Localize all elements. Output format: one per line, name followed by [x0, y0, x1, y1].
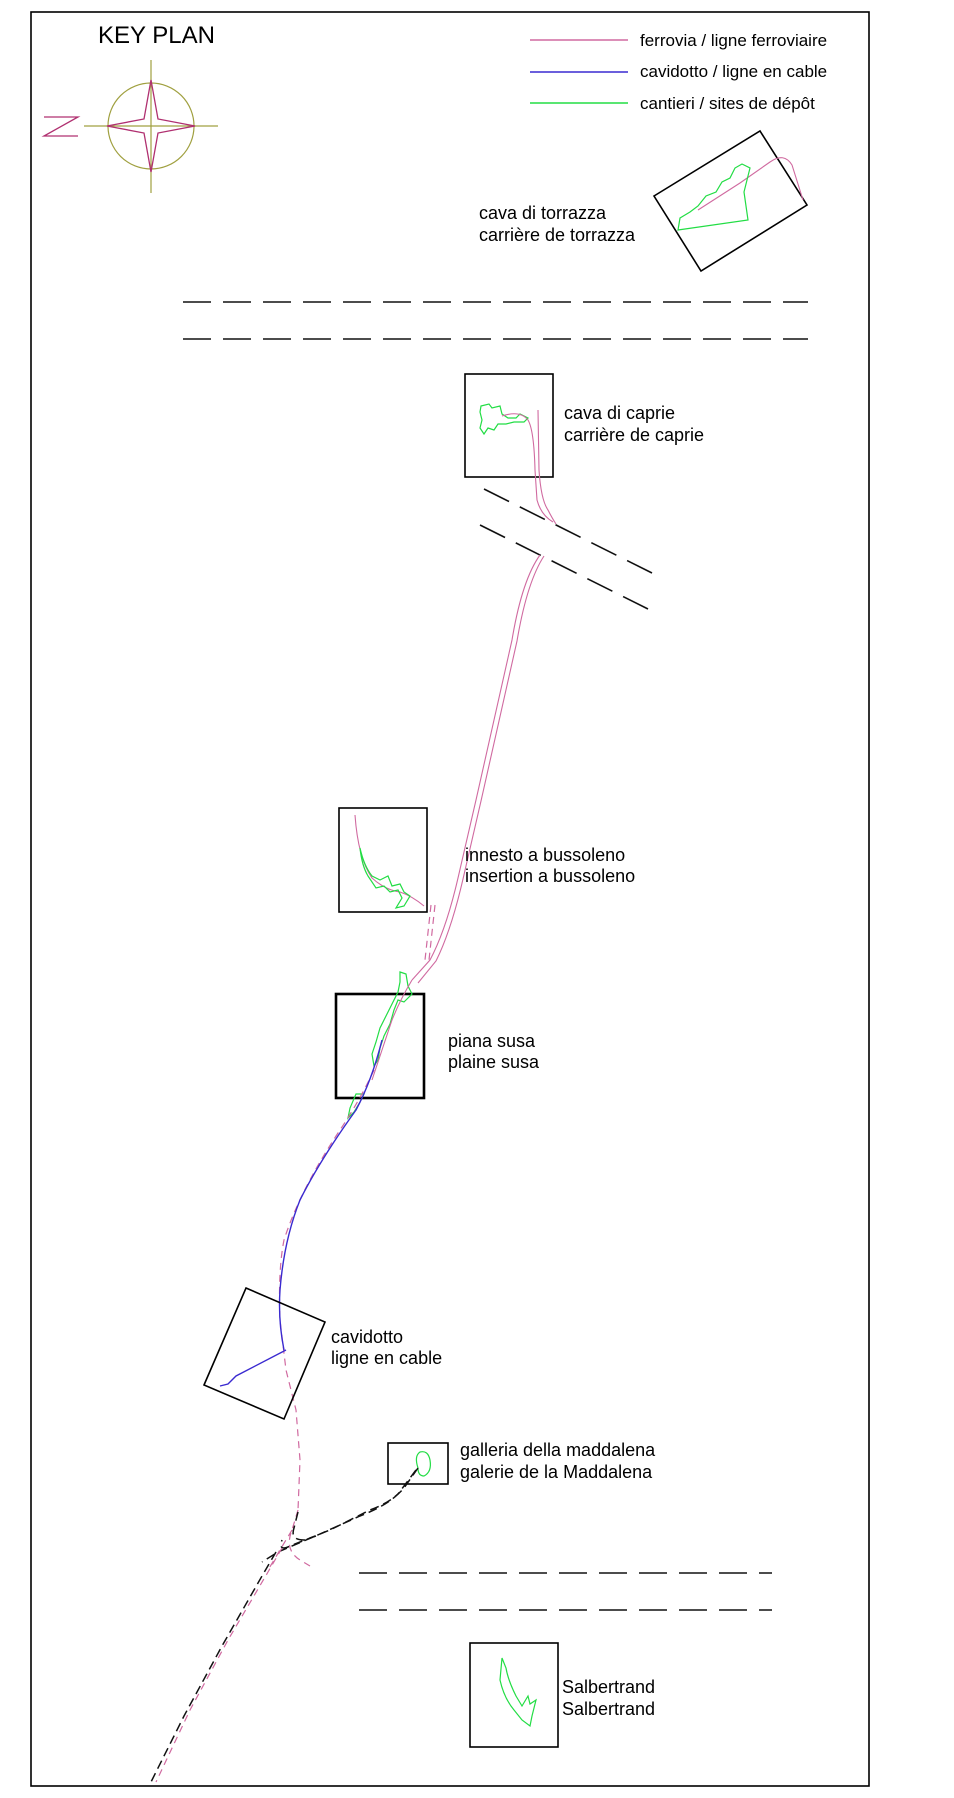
site-piana-susa: piana susa plaine susa [334, 971, 540, 1120]
site-cavidotto: cavidotto ligne en cable [202, 1286, 442, 1421]
legend-item-cable: cavidotto / ligne en cable [530, 62, 827, 81]
north-arrow-icon: N [41, 60, 218, 193]
main-railway-track-b [417, 555, 545, 984]
site-salbertrand: Salbertrand Salbertrand [469, 1642, 655, 1748]
site-maddalena-frame [387, 1442, 449, 1485]
legend-item-sites: cantieri / sites de dépôt [530, 94, 815, 113]
site-bussoleno-deposit [359, 847, 411, 909]
site-caprie-railway-b [537, 409, 557, 525]
site-piana-susa-frame [334, 992, 426, 1100]
site-salbertrand-label-it: Salbertrand [562, 1677, 655, 1697]
site-cavidotto-frame [202, 1286, 327, 1421]
site-bussoleno-railway [354, 814, 425, 907]
main-railway-track-a [411, 554, 541, 981]
lower-black-junction [292, 1511, 317, 1541]
north-letter: N [41, 116, 81, 137]
lower-railway-track-b [149, 1551, 277, 1785]
site-maddalena-label-it: galleria della maddalena [460, 1440, 656, 1460]
site-torrazza-deposit [677, 163, 751, 231]
site-bussoleno-label-fr: insertion a bussoleno [465, 866, 635, 886]
site-torrazza-label-it: cava di torrazza [479, 203, 607, 223]
site-maddalena-deposit [415, 1451, 431, 1477]
site-torrazza: cava di torrazza carrière de torrazza [479, 129, 809, 273]
cable-route-line [278, 1039, 383, 1351]
site-salbertrand-label-fr: Salbertrand [562, 1699, 655, 1719]
site-torrazza-railway [697, 157, 804, 211]
main-railway [411, 554, 545, 984]
break-band-diagonal [479, 488, 653, 610]
site-bussoleno-label-it: innesto a bussoleno [465, 845, 625, 865]
break-band-bottom [359, 1572, 772, 1611]
main-railway-dashed-spur [424, 904, 436, 961]
cable-route-railway-dashed [278, 1069, 375, 1511]
lower-railway [149, 1509, 317, 1785]
plan-title: KEY PLAN [98, 22, 215, 49]
site-piana-susa-label-it: piana susa [448, 1031, 536, 1051]
site-maddalena: galleria della maddalena galerie de la M… [261, 1440, 656, 1563]
site-maddalena-label-fr: galerie de la Maddalena [460, 1462, 653, 1482]
site-piana-susa-deposit-a [371, 971, 413, 1068]
sheet-border [30, 11, 870, 1787]
site-caprie: cava di caprie carrière de caprie [464, 373, 704, 525]
site-cavidotto-label-fr: ligne en cable [331, 1348, 442, 1368]
site-piana-susa-railway [371, 979, 413, 1081]
site-salbertrand-frame [469, 1642, 559, 1748]
site-maddalena-tunnel-b [261, 1469, 417, 1563]
site-cavidotto-label-it: cavidotto [331, 1327, 403, 1347]
legend: ferrovia / ligne ferroviaire cavidotto /… [530, 31, 827, 113]
site-bussoleno-frame [338, 807, 428, 913]
site-bussoleno: innesto a bussoleno insertion a bussolen… [338, 807, 635, 913]
legend-label-cable: cavidotto / ligne en cable [640, 62, 827, 81]
lower-railway-junction [267, 1509, 311, 1571]
site-caprie-deposit [479, 403, 530, 436]
legend-label-sites: cantieri / sites de dépôt [640, 94, 815, 113]
lower-railway-track-a [155, 1547, 283, 1783]
cable-route-end [219, 1349, 287, 1387]
site-torrazza-frame [652, 129, 809, 273]
cable-route [219, 1039, 383, 1511]
site-caprie-railway-a [501, 413, 554, 523]
legend-label-railway: ferrovia / ligne ferroviaire [640, 31, 827, 50]
site-caprie-frame [464, 373, 554, 478]
compass-star-icon [106, 79, 196, 173]
site-piana-susa-label-fr: plaine susa [448, 1052, 540, 1072]
site-caprie-label-it: cava di caprie [564, 403, 675, 423]
site-torrazza-label-fr: carrière de torrazza [479, 225, 636, 245]
break-band-top [183, 301, 808, 340]
site-maddalena-tunnel-a [280, 1467, 419, 1549]
legend-item-railway: ferrovia / ligne ferroviaire [530, 31, 827, 50]
site-salbertrand-deposit [499, 1657, 537, 1728]
site-caprie-label-fr: carrière de caprie [564, 425, 704, 445]
